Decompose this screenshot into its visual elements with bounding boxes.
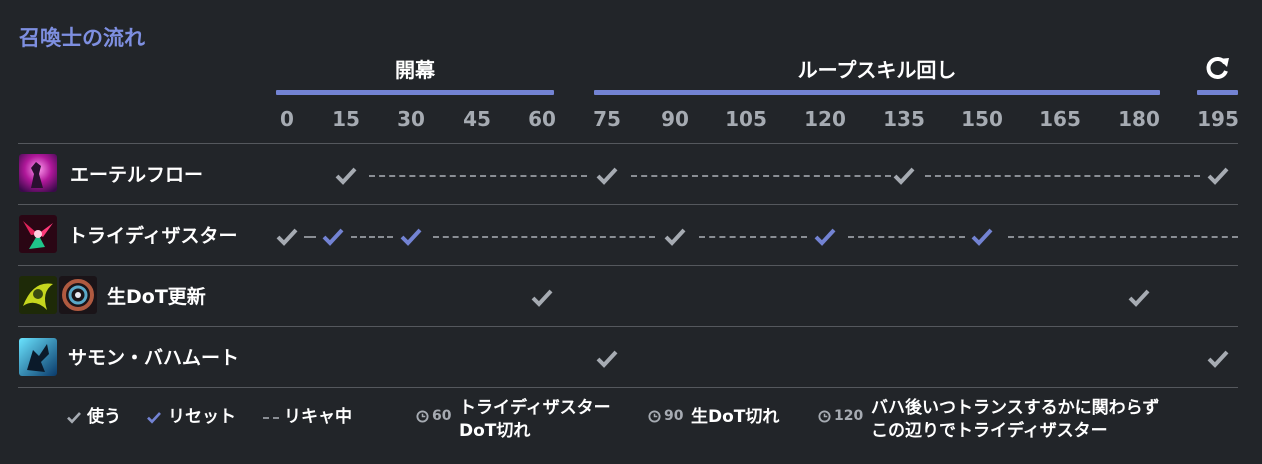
tick-label: 0 bbox=[280, 107, 294, 131]
row-divider bbox=[18, 143, 1238, 144]
row-label: 生DoT更新 bbox=[107, 286, 206, 308]
legend-recast: リキャ中 bbox=[284, 407, 352, 427]
tick-label: 195 bbox=[1197, 107, 1239, 131]
check-icon bbox=[335, 167, 357, 185]
row-divider bbox=[18, 387, 1238, 388]
note-time: 60 bbox=[432, 408, 452, 424]
recast-line bbox=[925, 175, 1200, 177]
note-time: 90 bbox=[664, 408, 684, 424]
check-icon bbox=[1207, 350, 1229, 368]
row-divider bbox=[18, 326, 1238, 327]
note-time: 120 bbox=[834, 408, 864, 424]
recast-line bbox=[369, 175, 587, 177]
recast-line bbox=[1008, 236, 1238, 238]
row-divider bbox=[18, 204, 1238, 205]
clock-icon bbox=[818, 410, 831, 423]
note-text: この辺りでトライディザスター bbox=[871, 421, 1108, 441]
tick-label: 105 bbox=[725, 107, 767, 131]
recast-line bbox=[351, 236, 393, 238]
recast-line bbox=[631, 175, 891, 177]
row-label: エーテルフロー bbox=[70, 164, 204, 186]
note-text: バハ後いつトランスするかに関わらず bbox=[871, 398, 1160, 418]
check-icon bbox=[596, 350, 618, 368]
tri-disaster-icon bbox=[19, 215, 57, 253]
reset-check-icon bbox=[147, 412, 161, 424]
phase-bar-opener bbox=[276, 90, 554, 95]
tick-label: 180 bbox=[1118, 107, 1160, 131]
refresh-icon[interactable] bbox=[1204, 54, 1232, 82]
check-icon bbox=[664, 228, 686, 246]
check-icon bbox=[1207, 167, 1229, 185]
recast-line bbox=[304, 236, 316, 238]
phase-label-loop: ループスキル回し bbox=[797, 58, 957, 82]
note-text: トライディザスター bbox=[459, 398, 611, 418]
page-title: 召喚士の流れ bbox=[19, 26, 145, 50]
summon-bahamut-icon bbox=[19, 338, 57, 376]
tick-label: 90 bbox=[661, 107, 689, 131]
clock-icon bbox=[648, 410, 661, 423]
miasma-icon bbox=[59, 276, 97, 314]
tick-label: 45 bbox=[463, 107, 491, 131]
row-divider bbox=[18, 265, 1238, 266]
bio-icon bbox=[19, 276, 57, 314]
phase-bar-reset bbox=[1197, 90, 1238, 95]
recast-line bbox=[699, 236, 807, 238]
reset-check-icon bbox=[971, 228, 993, 246]
row-label: サモン・バハムート bbox=[68, 347, 240, 369]
check-icon bbox=[276, 228, 298, 246]
tick-label: 165 bbox=[1039, 107, 1081, 131]
reset-check-icon bbox=[400, 228, 422, 246]
tick-label: 30 bbox=[397, 107, 425, 131]
tick-label: 75 bbox=[593, 107, 621, 131]
legend-use: 使う bbox=[87, 407, 121, 427]
recast-line bbox=[263, 417, 279, 419]
legend-reset: リセット bbox=[168, 407, 236, 427]
check-icon bbox=[531, 289, 553, 307]
tick-label: 15 bbox=[332, 107, 360, 131]
note-text: 生DoT切れ bbox=[691, 407, 780, 427]
aetherflow-icon bbox=[19, 154, 57, 192]
phase-bar-loop bbox=[594, 90, 1160, 95]
check-icon bbox=[893, 167, 915, 185]
reset-check-icon bbox=[814, 228, 836, 246]
tick-label: 150 bbox=[961, 107, 1003, 131]
check-icon bbox=[67, 412, 81, 424]
check-icon bbox=[596, 167, 618, 185]
tick-label: 60 bbox=[528, 107, 556, 131]
recast-line bbox=[848, 236, 965, 238]
check-icon bbox=[1128, 289, 1150, 307]
note-text: DoT切れ bbox=[459, 421, 531, 441]
reset-check-icon bbox=[322, 228, 344, 246]
tick-label: 135 bbox=[883, 107, 925, 131]
row-label: トライディザスター bbox=[68, 225, 238, 247]
clock-icon bbox=[416, 410, 429, 423]
recast-line bbox=[433, 236, 655, 238]
tick-label: 120 bbox=[804, 107, 846, 131]
phase-label-opener: 開幕 bbox=[395, 58, 435, 82]
